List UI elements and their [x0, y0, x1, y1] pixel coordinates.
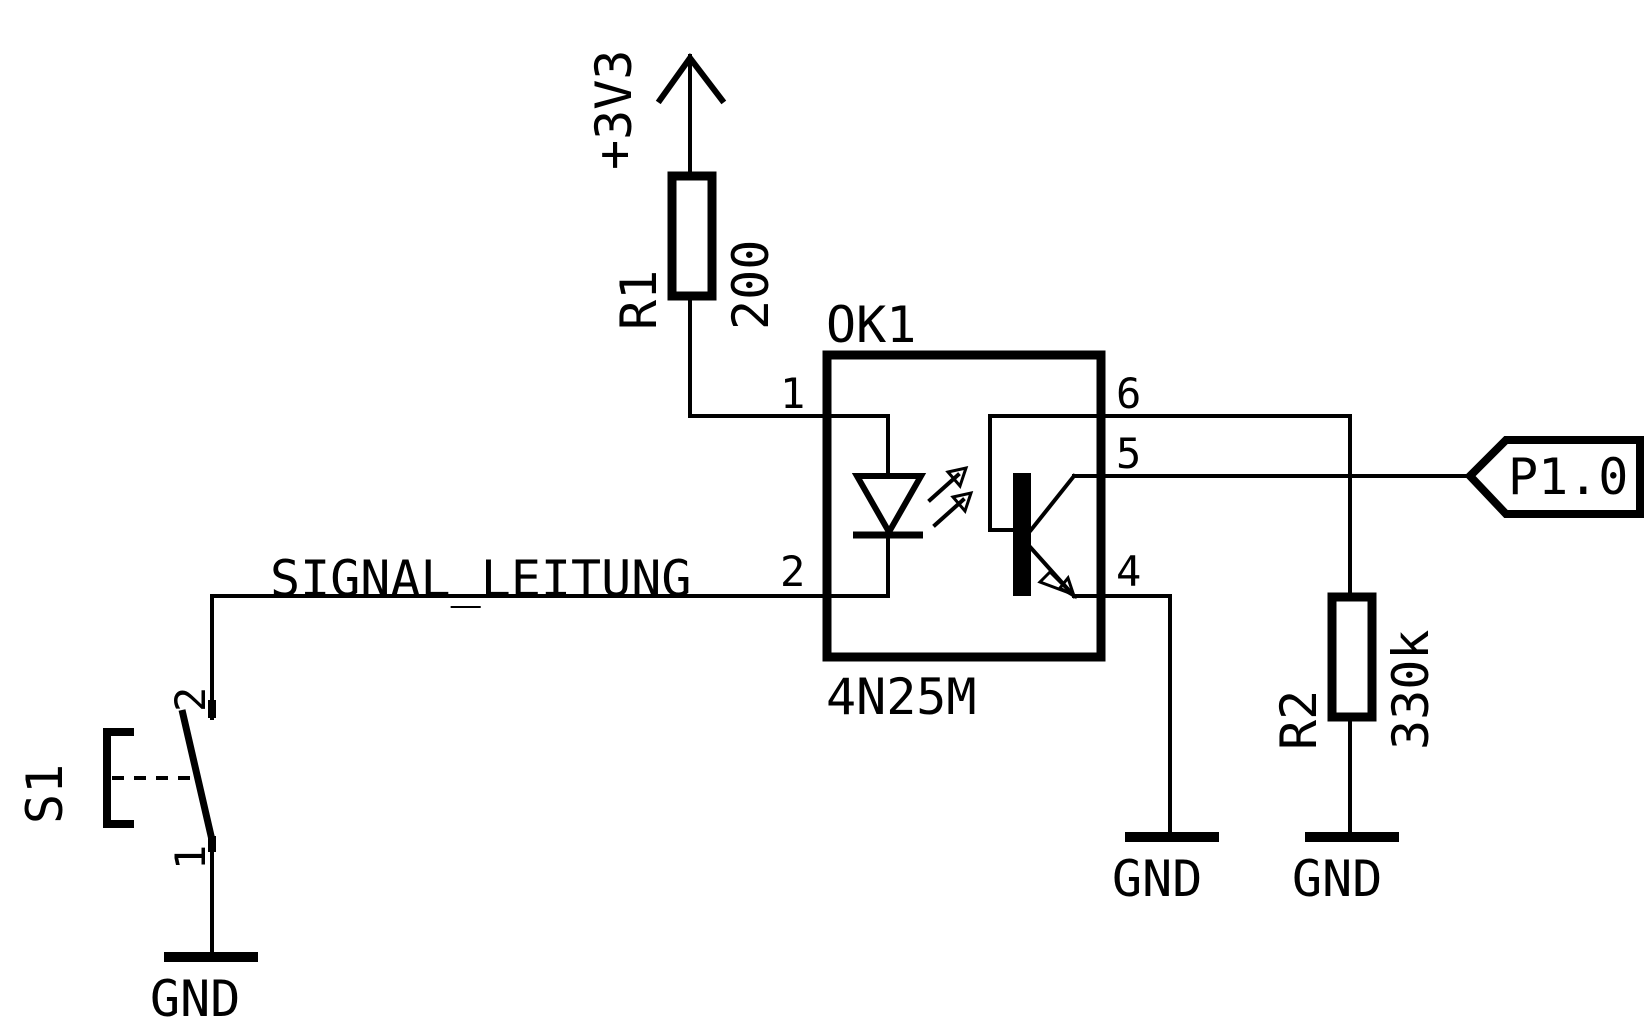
light-arrows-icon: [927, 465, 974, 528]
opto-pin-4: 4: [1116, 547, 1141, 596]
port-label: P1.0: [1508, 448, 1628, 506]
port-p1-0: P1.0: [1464, 436, 1644, 518]
pin4-gnd-label: GND: [1112, 850, 1202, 908]
resistor-r2: [1305, 414, 1399, 842]
opto-pin-1: 1: [780, 369, 805, 418]
switch-s1: [103, 700, 216, 957]
r1-value: 200: [722, 240, 780, 330]
r2-name: R2: [1270, 690, 1328, 750]
supply-symbol: [655, 52, 727, 178]
opto-pin-2: 2: [780, 547, 805, 596]
resistor-r1: [667, 171, 890, 418]
r2-gnd-label: GND: [1292, 850, 1382, 908]
switch-pin-1: 1: [166, 845, 215, 870]
signal-net-label: SIGNAL_LEITUNG: [270, 550, 691, 608]
led-symbol: [851, 414, 927, 598]
switch-gnd-label: GND: [150, 970, 240, 1028]
pin4-ground-wire: [1072, 594, 1219, 842]
phototransistor-symbol: [988, 414, 1472, 600]
optocoupler-body: [822, 350, 1106, 662]
r2-value: 330k: [1382, 630, 1440, 750]
optocoupler-part: 4N25M: [826, 668, 977, 726]
r1-name: R1: [610, 270, 668, 330]
optocoupler-name: OK1: [826, 296, 916, 354]
switch-pin-2: 2: [166, 687, 215, 712]
opto-pin-6: 6: [1116, 369, 1141, 418]
signal-wire: [210, 594, 890, 720]
switch-name: S1: [16, 764, 74, 824]
opto-pin-5: 5: [1116, 429, 1141, 478]
supply-label: +3V3: [585, 50, 643, 170]
